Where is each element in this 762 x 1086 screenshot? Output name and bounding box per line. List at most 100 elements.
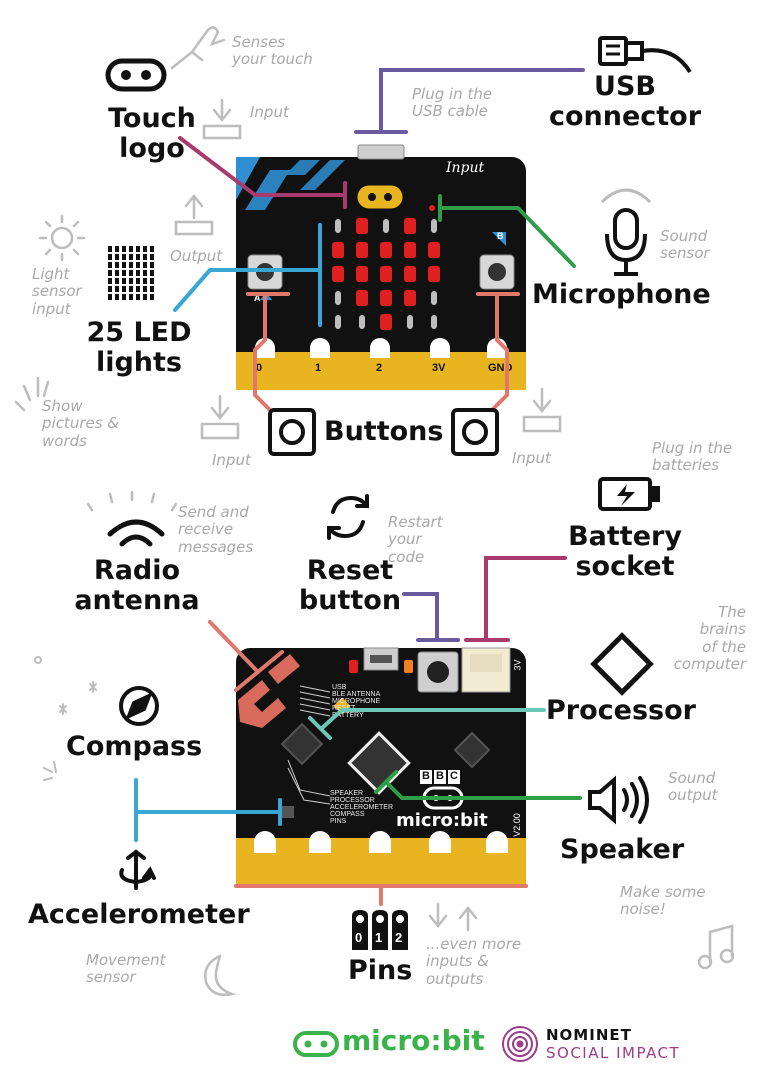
led-grid-icon-cell [122, 270, 126, 276]
led-on [428, 242, 440, 258]
led-grid-icon-cell [129, 278, 133, 284]
pins-icon-label: 1 [375, 930, 383, 945]
led-grid-icon-cell [129, 246, 133, 252]
moon-icon [204, 954, 237, 996]
output-leds-note: Output [170, 247, 223, 265]
microphone-label: Microphone [532, 279, 711, 310]
speaker-icon [588, 775, 649, 825]
input-arrow-left-icon [200, 394, 240, 440]
led-off [431, 219, 437, 233]
led-line [173, 268, 322, 312]
led-on [356, 290, 368, 306]
led-off [335, 219, 341, 233]
led-grid-icon-cell [108, 278, 112, 284]
processor-line [320, 708, 546, 730]
led-on [380, 242, 392, 258]
led-off [359, 315, 365, 329]
led-off [335, 315, 341, 329]
accelerometer-chip [280, 722, 324, 766]
input-btn-right-note: Input [512, 449, 551, 467]
led-grid-icon-cell [143, 286, 147, 292]
led-grid-icon-cell [136, 246, 140, 252]
led-on [332, 242, 344, 258]
led-grid-icon-cell [143, 254, 147, 260]
battery-icon [598, 477, 660, 511]
input-tag: Input [446, 160, 485, 176]
led-grid-icon-cell [122, 254, 126, 260]
led-grid-icon-cell [129, 286, 133, 292]
hand-touch-icon [170, 26, 226, 70]
music-note-icon [697, 924, 735, 970]
sun-icon [38, 214, 86, 262]
microphone-led [429, 205, 435, 211]
board-corner-triangles [236, 157, 260, 200]
led-grid-icon-cell [122, 262, 126, 268]
compass-label: Compass [66, 731, 203, 762]
led-grid-icon-cell [122, 294, 126, 300]
led-grid-icon-cell [108, 246, 112, 252]
speaker-line [384, 780, 582, 800]
led-grid-icon-cell [115, 270, 119, 276]
led-grid-icon-cell [129, 294, 133, 300]
front-pin-label: 0 [256, 362, 263, 374]
touch-logo-icon [105, 58, 167, 92]
microphone-icon [600, 188, 652, 276]
nominet-icon [502, 1026, 538, 1062]
led-grid-icon-cell [136, 254, 140, 260]
processor-icon [590, 632, 654, 696]
reset-icon [327, 494, 369, 540]
led-grid-icon-cell [150, 278, 154, 284]
pins-label: Pins [348, 955, 413, 986]
led-grid-icon-cell [150, 246, 154, 252]
led-grid-icon-cell [108, 254, 112, 260]
led-grid-icon-cell [143, 270, 147, 276]
led-grid-icon-cell [143, 246, 147, 252]
edge-pin-hole [429, 831, 451, 853]
edge-pin-hole [369, 831, 391, 853]
led-off [335, 291, 341, 305]
button-icon-left [268, 408, 316, 456]
front-pin-label: 2 [376, 362, 383, 374]
edge-pin-hole [254, 831, 276, 853]
usb-line [379, 68, 585, 134]
led-on [404, 242, 416, 258]
usb-cable-icon [598, 36, 692, 74]
led-grid-icon-cell [136, 262, 140, 268]
led-grid-icon-cell [150, 262, 154, 268]
led-on [356, 218, 368, 234]
led-on [380, 290, 392, 306]
button-b-letter: B [497, 231, 504, 241]
led-grid-icon-cell [150, 294, 154, 300]
led-grid-icon-cell [150, 270, 154, 276]
bbc-letter: B [436, 770, 444, 782]
led-grid-icon-cell [136, 278, 140, 284]
usb-port [357, 144, 405, 160]
processor-label: Processor [546, 695, 696, 726]
led-grid-icon-cell [115, 246, 119, 252]
bbc-letter: B [422, 770, 430, 782]
led-grid-icon-cell [122, 246, 126, 252]
compass-icon [119, 686, 159, 726]
input-arrow-icon [202, 98, 242, 140]
led-on [380, 314, 392, 330]
led-grid-icon-cell [136, 294, 140, 300]
pins-icon [352, 910, 408, 950]
led-on [356, 266, 368, 282]
pins-icon-label: 2 [395, 930, 403, 945]
edge-pin-hole [310, 338, 330, 358]
touch-logo-board [354, 182, 406, 212]
processor-chip [347, 731, 411, 795]
led-grid-icon-cell [136, 270, 140, 276]
